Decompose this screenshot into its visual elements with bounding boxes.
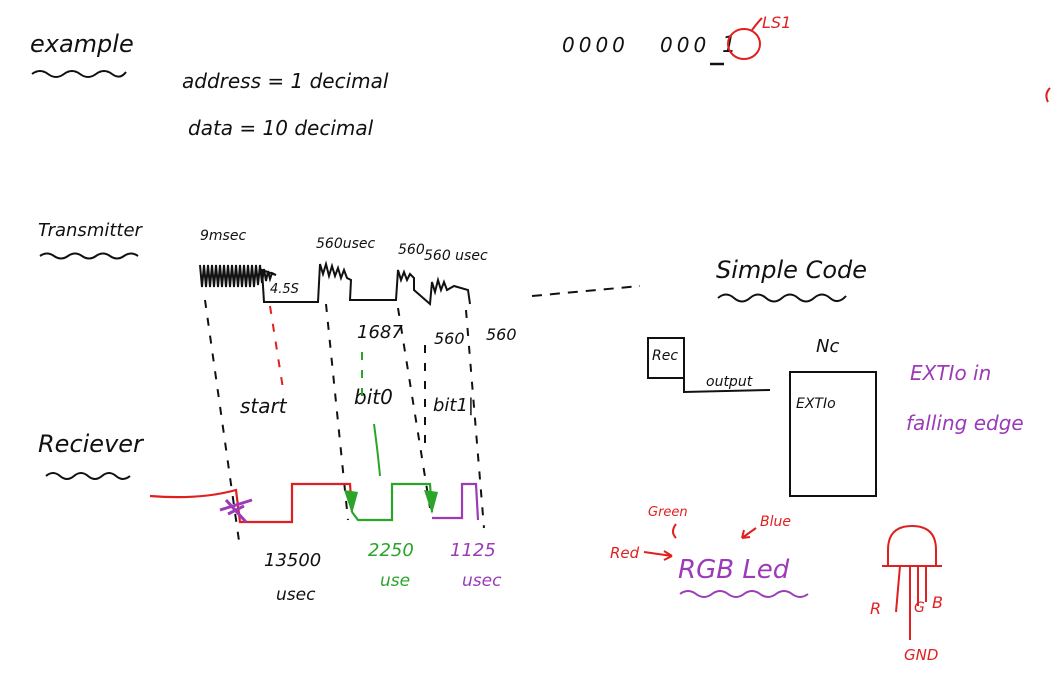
rx-duration-1125-unit: usec: [462, 571, 502, 591]
tx-label-9msec: 9msec: [200, 228, 246, 244]
transmitter-section: Transmitter 9msec 4.5S 560usec 560 560 u…: [38, 220, 641, 418]
rx-waveform-green: [351, 482, 434, 522]
led-pin-b-label: B: [932, 593, 943, 612]
rx-duration-2250-unit: use: [380, 571, 410, 591]
bits-group-low: 000: [660, 33, 710, 57]
receiver-underline: [45, 472, 131, 480]
rx-green-pointer: [373, 423, 381, 477]
guide-line-start-red: [269, 305, 285, 396]
rec-box-label: Rec: [652, 348, 678, 364]
receiver-label: Reciever: [38, 430, 145, 458]
led-title-underline: [679, 590, 809, 598]
rx-duration-13500-unit: usec: [276, 585, 316, 605]
code-title-underline: [717, 293, 847, 303]
rx-duration-1125: 1125: [450, 540, 496, 561]
led-green-label: Green: [648, 505, 688, 520]
transmitter-underline: [39, 252, 139, 260]
led-blue-arrow: [741, 527, 757, 539]
led-pin-r-label: R: [870, 599, 881, 618]
code-title: Simple Code: [716, 256, 867, 284]
edge-red-mark: [1045, 87, 1051, 103]
rx-start-scribble: [219, 498, 253, 524]
tx-label-4-5ms: 4.5S: [270, 282, 299, 297]
tx-label-560-a: 560: [398, 242, 425, 258]
extio-note-line2: falling edge: [906, 411, 1024, 435]
rgb-led-section: Green Blue Red RGB Led R G B GND: [610, 505, 943, 664]
tx-bit1-label: bit1|: [433, 395, 474, 416]
tx-waveform: [199, 260, 471, 307]
led-green-arrow: [672, 523, 677, 539]
extio-note-line1: EXTIo in: [910, 361, 991, 385]
led-pin-r: [895, 565, 901, 613]
code-section: Simple Code Rec output Nc EXTIo EXTIo in…: [647, 256, 1024, 497]
tx-label-560-c: 560: [434, 329, 465, 348]
rx-waveform-purple: [432, 482, 480, 521]
lsb-pointer: [751, 17, 763, 31]
rx-falling-edge-arrow-1: [344, 490, 358, 514]
example-section: example address = 1 decimal data = 10 de…: [30, 13, 1051, 140]
led-gnd-label: GND: [904, 646, 938, 664]
tx-label-1687: 1687: [357, 322, 403, 343]
rx-waveform-red: [149, 482, 354, 524]
guide-line-2: [325, 303, 349, 521]
tx-label-560usec: 560usec: [316, 236, 376, 252]
tx-bit0-label: bit0: [354, 385, 393, 409]
extio-box-label: EXTIo: [796, 396, 836, 412]
rec-output-label: output: [706, 374, 753, 390]
rx-duration-2250: 2250: [368, 540, 414, 561]
led-body: [887, 524, 937, 567]
tx-label-560usec-b: 560 usec: [424, 248, 488, 264]
lsb-label: LS1: [762, 13, 791, 32]
bits-group-high: 0000: [562, 33, 629, 57]
example-underline: [31, 70, 127, 78]
led-title: RGB Led: [678, 555, 790, 585]
rx-falling-edge-arrow-2: [424, 490, 438, 514]
led-pin-g-label: G: [914, 600, 925, 616]
guide-line-3: [397, 307, 431, 509]
rec-output-wire: [683, 376, 771, 394]
address-line: address = 1 decimal: [182, 69, 389, 93]
guide-line-4: [465, 309, 485, 529]
lsb-circle: [727, 28, 761, 60]
rec-box: [647, 337, 685, 379]
tx-continuation-dashes: [531, 285, 641, 297]
example-heading: example: [30, 30, 134, 58]
guide-line-1: [204, 299, 241, 549]
data-line: data = 10 decimal: [188, 116, 374, 140]
tx-start-label: start: [240, 394, 288, 418]
tx-label-560-d: 560: [486, 325, 517, 344]
nc-label: Nc: [816, 336, 839, 357]
led-blue-label: Blue: [760, 514, 791, 530]
transmitter-label: Transmitter: [38, 220, 144, 241]
rx-duration-13500: 13500: [264, 550, 321, 571]
extio-box: [789, 371, 877, 497]
led-red-label: Red: [610, 544, 640, 562]
receiver-section: Reciever 13500 usec 2250 use 1125 usec: [38, 423, 502, 605]
led-red-arrow: [643, 550, 673, 561]
